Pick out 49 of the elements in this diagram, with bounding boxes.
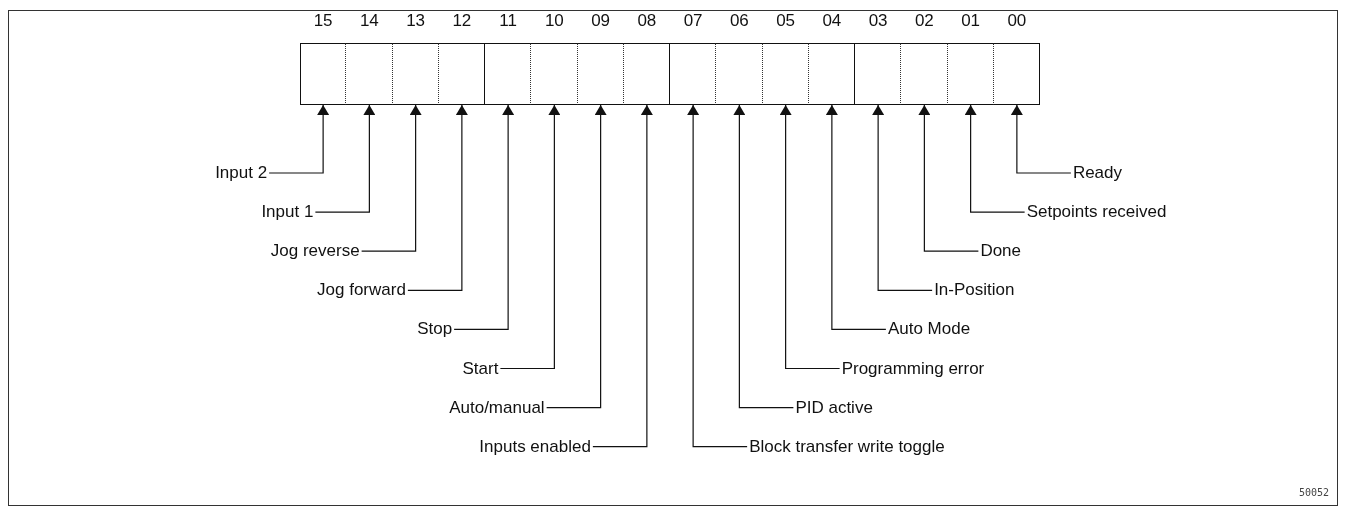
bit-label: Inputs enabled <box>479 436 591 457</box>
bit-number: 03 <box>867 11 889 31</box>
bit-number: 02 <box>913 11 935 31</box>
bit-label: Input 2 <box>215 163 268 183</box>
bit-label: Block transfer write toggle <box>749 436 945 457</box>
leader-arrow <box>872 104 933 291</box>
leader-arrow <box>1010 104 1072 174</box>
bit-label: PID active <box>795 397 873 418</box>
leader-arrow <box>733 104 794 409</box>
bit-number: 10 <box>543 11 565 31</box>
bit-label: Auto Mode <box>887 319 971 340</box>
bit-label: Programming error <box>841 358 985 379</box>
bit-label: Jog reverse <box>270 241 360 262</box>
bit-number: 09 <box>590 11 612 31</box>
bit-number: 04 <box>821 11 843 31</box>
leader-arrow <box>592 104 653 448</box>
leader-arrow <box>964 104 1026 213</box>
bit-label: Done <box>980 241 1021 262</box>
bit-number: 11 <box>498 11 518 31</box>
bit-label: Stop <box>417 319 453 340</box>
bit-number: 00 <box>1006 11 1028 31</box>
leader-arrow <box>499 104 561 370</box>
bit-number: 06 <box>728 11 750 31</box>
leader-arrow <box>546 104 607 409</box>
bit-number: 05 <box>775 11 797 31</box>
leader-arrow <box>687 104 748 448</box>
bit-number: 08 <box>636 11 658 31</box>
leader-arrow <box>361 104 422 252</box>
bit-number: 15 <box>312 11 334 31</box>
bit-label: Start <box>462 358 499 379</box>
bit-number: 13 <box>405 11 427 31</box>
bit-label: Jog forward <box>317 280 406 301</box>
leader-arrow <box>268 104 330 174</box>
bit-number: 14 <box>358 11 380 31</box>
figure-number: 50052 <box>1298 487 1329 498</box>
bit-number: 01 <box>960 11 982 31</box>
leader-arrow <box>314 104 376 213</box>
bit-label: Auto/manual <box>449 397 545 418</box>
bit-label: In-Position <box>934 280 1015 301</box>
bit-number: 07 <box>682 11 704 31</box>
bit-label: Setpoints received <box>1026 202 1167 223</box>
leader-arrow <box>825 104 887 330</box>
leader-arrow <box>918 104 979 252</box>
bit-label: Ready <box>1072 163 1122 183</box>
leader-arrow <box>407 104 468 291</box>
bit-label: Input 1 <box>261 202 314 223</box>
leader-arrow <box>453 104 515 330</box>
leader-arrow <box>779 104 841 370</box>
bit-number: 12 <box>451 11 473 31</box>
